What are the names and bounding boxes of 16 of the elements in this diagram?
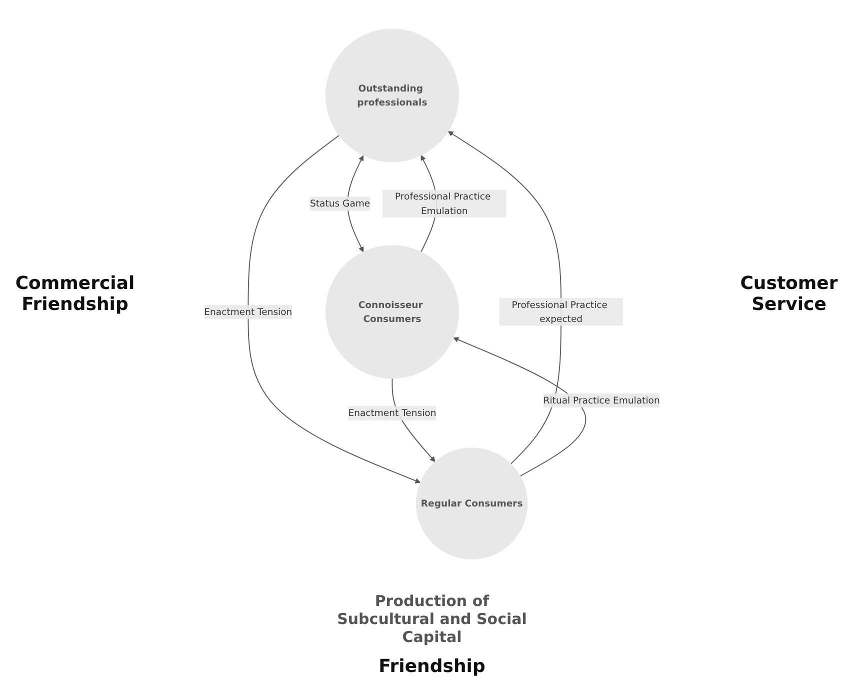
node-circle: Regular Consumers	[416, 448, 528, 560]
edge-label: Professional Practice expected	[512, 299, 608, 324]
arrow	[448, 131, 562, 464]
arrow	[248, 134, 421, 484]
side-label: Customer Service	[740, 273, 838, 315]
edge-label: Ritual Practice Emulation	[543, 394, 660, 406]
edge-label: Enactment Tension	[204, 306, 292, 318]
side-label: Commercial Friendship	[15, 273, 135, 315]
node-circle: Connoisseur Consumers	[325, 245, 459, 379]
edge-label: Status Game	[310, 198, 370, 210]
bottom-label: Friendship	[378, 656, 486, 677]
edge-label: Professional Practice Emulation	[395, 190, 491, 216]
edge-label: Enactment Tension	[348, 407, 436, 419]
center-caption: Production of Subcultural and Social Capital	[337, 592, 527, 646]
arrow	[453, 337, 586, 477]
node-circle: Outstanding professionals	[325, 28, 459, 162]
